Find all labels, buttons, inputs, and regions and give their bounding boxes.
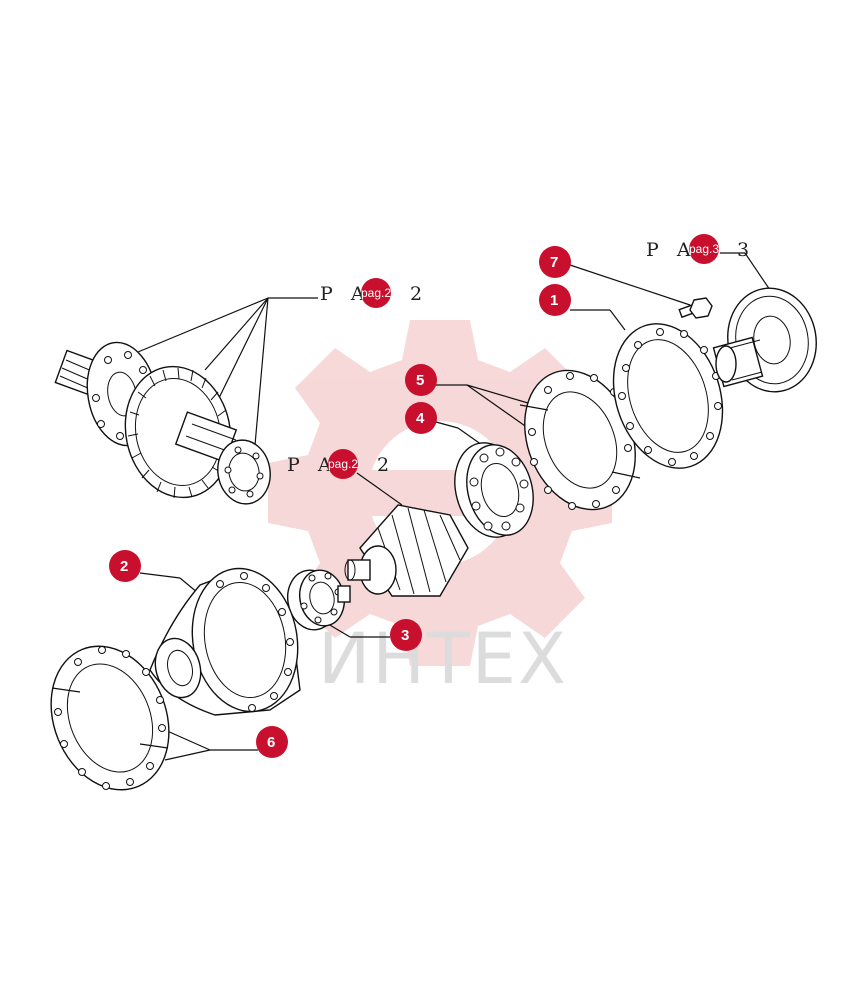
reference-pa-pag2-top[interactable]: P A pag.2 2 <box>320 278 428 308</box>
callout-label: 7 <box>550 254 558 271</box>
watermark-text: ИНТЕХ <box>318 618 568 700</box>
spur-gear <box>712 287 817 393</box>
reference-pa-pag2-middle[interactable]: P A pag.2 2 <box>287 449 395 479</box>
callout-label: 4 <box>416 410 425 427</box>
reference-tag: pag.2 <box>328 457 358 471</box>
callout-label: 2 <box>120 558 128 575</box>
gasket-6 <box>50 645 170 791</box>
reference-pa-pag3[interactable]: P A pag.3 3 <box>646 234 755 264</box>
gasket-1 <box>612 323 724 469</box>
reference-badge <box>328 449 358 479</box>
differential-assembly <box>54 341 271 505</box>
reference-badge <box>361 278 391 308</box>
leader-lines <box>137 252 771 761</box>
reference-tag: pag.3 <box>689 242 719 256</box>
bolt-7 <box>678 297 713 319</box>
reference-suffix: 3 <box>737 239 755 261</box>
callout-label: 1 <box>550 292 558 309</box>
bearing-3 <box>287 569 351 631</box>
callout-label: 5 <box>416 372 424 389</box>
pinion-gear <box>344 504 469 597</box>
callout-2[interactable]: 2 <box>109 550 141 582</box>
reference-prefix: P A <box>287 454 338 476</box>
callout-5[interactable]: 5 <box>405 364 437 396</box>
housing-2 <box>149 567 301 716</box>
bearing-4 <box>454 442 534 538</box>
callout-1[interactable]: 1 <box>539 284 571 316</box>
callout-label: 3 <box>401 627 409 644</box>
callout-3[interactable]: 3 <box>390 619 422 651</box>
reference-badge <box>689 234 719 264</box>
reference-tag: pag.2 <box>361 286 391 300</box>
reference-suffix: 2 <box>377 454 395 476</box>
reference-suffix: 2 <box>410 283 428 305</box>
callout-label: 6 <box>267 734 275 751</box>
reference-prefix: P A <box>646 239 697 261</box>
reference-prefix: P A <box>320 283 371 305</box>
callout-6[interactable]: 6 <box>256 726 288 758</box>
callout-4[interactable]: 4 <box>405 402 437 434</box>
callout-7[interactable]: 7 <box>539 246 571 278</box>
